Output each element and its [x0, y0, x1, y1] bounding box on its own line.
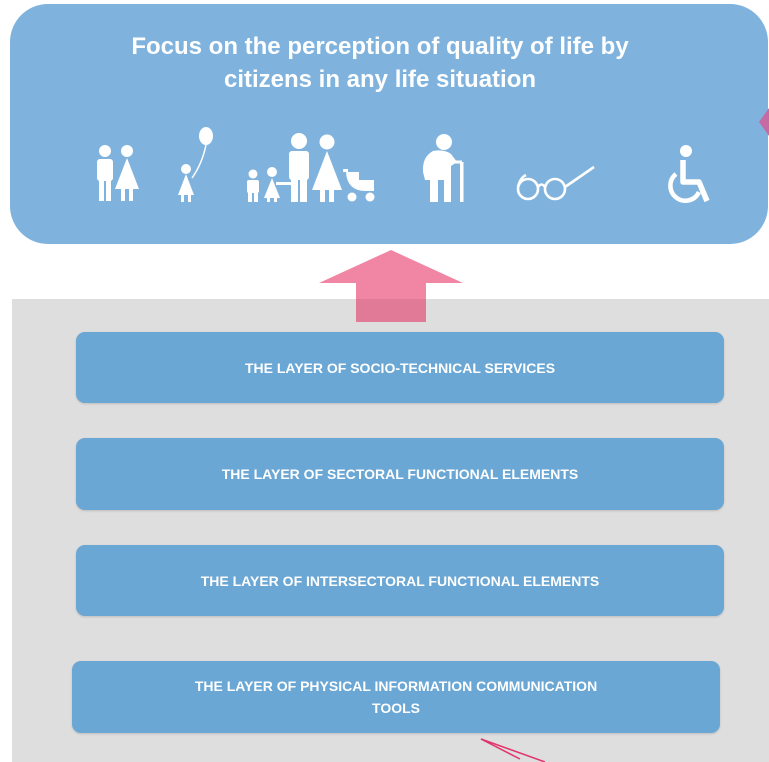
layer-label-line2: TOOLS — [372, 700, 420, 716]
layer-label: THE LAYER OF INTERSECTORAL FUNCTIONAL EL… — [200, 572, 600, 589]
side-pointer-icon — [759, 108, 769, 136]
glasses-icon — [516, 165, 595, 201]
layer-sectoral-functional-elements: THE LAYER OF SECTORAL FUNCTIONAL ELEMENT… — [76, 438, 724, 510]
layer-physical-ict-tools: THE LAYER OF PHYSICAL INFORMATION COMMUN… — [72, 661, 720, 733]
man-woman-icon — [97, 145, 139, 201]
layer-intersectoral-functional-elements: THE LAYER OF INTERSECTORAL FUNCTIONAL EL… — [76, 545, 724, 616]
layer-label-line1: THE LAYER OF PHYSICAL INFORMATION COMMUN… — [194, 678, 598, 694]
layer-label: THE LAYER OF SOCIO-TECHNICAL SERVICES — [244, 359, 556, 376]
elderly-cane-icon — [422, 134, 464, 202]
up-arrow-icon — [319, 250, 463, 322]
wheelchair-icon — [668, 145, 710, 203]
focus-title-line2: citizens in any life situation — [223, 66, 537, 93]
callout-pointer-icon — [480, 738, 546, 762]
layer-socio-technical-services: THE LAYER OF SOCIO-TECHNICAL SERVICES — [76, 332, 724, 403]
focus-title-line1: Focus on the perception of quality of li… — [131, 33, 629, 60]
child-balloon-icon — [178, 127, 213, 202]
citizens-icons-row — [97, 127, 710, 203]
layer-label: THE LAYER OF SECTORAL FUNCTIONAL ELEMENT… — [221, 466, 579, 482]
focus-panel: Focus on the perception of quality of li… — [10, 4, 768, 244]
family-stroller-icon — [247, 133, 375, 202]
focus-title: Focus on the perception of quality of li… — [50, 30, 710, 96]
